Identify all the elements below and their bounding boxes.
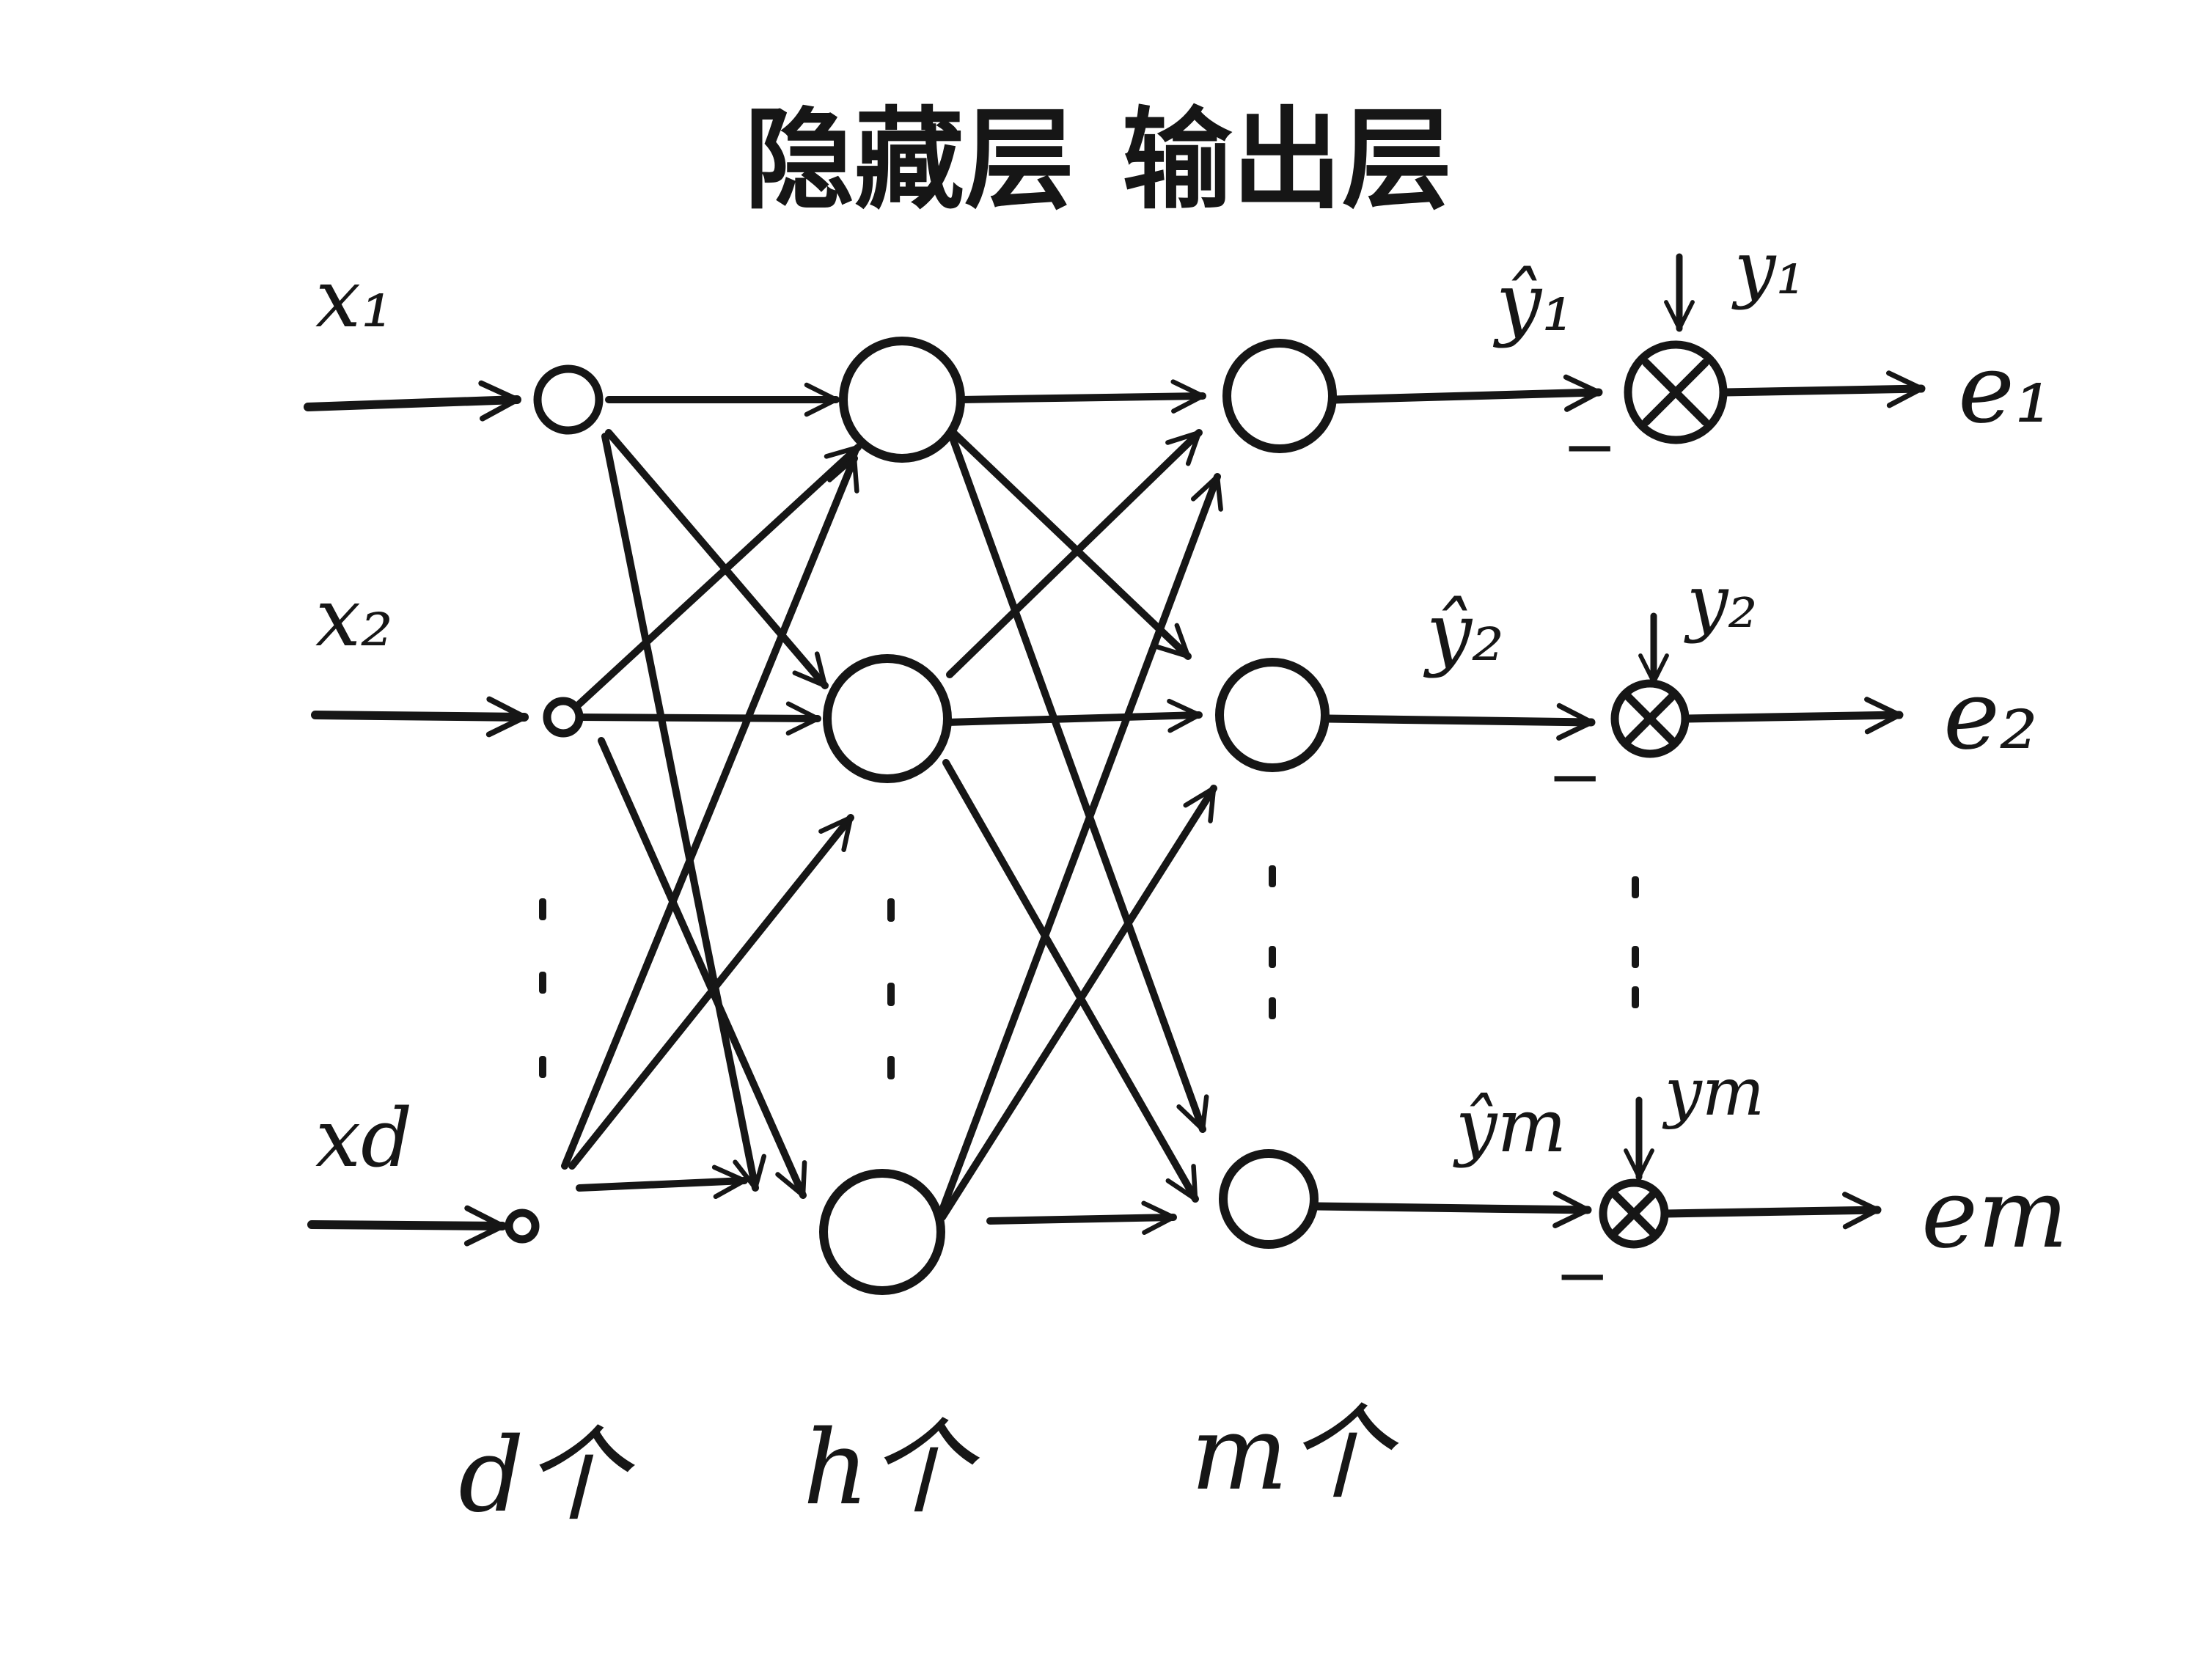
error-ellipsis <box>1632 876 1639 1008</box>
output-node-3 <box>1219 1149 1319 1249</box>
prediction-arrow-1 <box>1330 374 1603 412</box>
output-count-label: m个 <box>1191 1394 1400 1514</box>
edge-id-h1 <box>561 455 859 1170</box>
ellipsis-dots <box>539 865 1639 1079</box>
prediction-label-1: ŷ₁ <box>1492 255 1574 349</box>
input-node-d <box>505 1208 540 1244</box>
edge-h2-o2 <box>944 698 1203 733</box>
minus-sign-1: − <box>1562 408 1617 485</box>
edge-h2-o1 <box>946 429 1203 678</box>
edge-i1-h3 <box>601 433 767 1192</box>
input-arrows <box>304 380 529 1247</box>
prediction-label-m: ŷm <box>1453 1083 1566 1169</box>
input-arrow-2 <box>311 696 529 738</box>
hidden-count-label: h个 <box>803 1409 980 1528</box>
input-label-d: xd <box>315 1091 412 1185</box>
error-arrows <box>1662 370 1926 1230</box>
error-arrow-2 <box>1682 697 1904 735</box>
hidden-node-3 <box>819 1169 945 1295</box>
minus-sign-m: − <box>1555 1237 1610 1314</box>
edge-h3-o2 <box>939 785 1217 1221</box>
edge-i1-h2 <box>605 429 829 689</box>
output-ellipsis <box>1269 865 1276 1019</box>
error-arrow-m <box>1662 1192 1882 1230</box>
hidden-layer <box>819 337 965 1295</box>
edge-i2-h2 <box>576 701 821 736</box>
edge-id-h2 <box>568 814 854 1170</box>
input-arrow-d <box>307 1205 507 1247</box>
target-label-m: ym <box>1662 1054 1764 1131</box>
hidden-layer-title: 隐藏层 <box>744 97 1074 224</box>
target-arrows <box>1624 253 1695 1181</box>
output-layer-title: 输出层 <box>1122 97 1452 224</box>
prediction-arrow-2 <box>1323 703 1596 741</box>
target-label-2: y₂ <box>1684 559 1758 645</box>
output-node-1 <box>1222 339 1337 453</box>
edge-h3-o1 <box>939 473 1223 1214</box>
input-label-2: x₂ <box>315 571 393 664</box>
hidden-ellipsis <box>887 898 895 1079</box>
edge-h2-o3 <box>942 759 1199 1203</box>
input-node-2 <box>543 697 584 738</box>
error-label-1: e₁ <box>1958 333 2053 444</box>
input-ellipsis <box>539 898 546 1078</box>
input-label-1: x₁ <box>315 252 393 345</box>
hidden-node-1 <box>839 337 965 463</box>
comparator-2 <box>1610 679 1690 758</box>
output-node-2 <box>1215 658 1330 772</box>
input-hidden-connections <box>561 382 862 1200</box>
minus-sign-2: − <box>1547 738 1602 815</box>
edge-h1-o1 <box>957 379 1206 414</box>
input-node-1 <box>533 364 604 435</box>
prediction-arrow-m <box>1312 1190 1592 1228</box>
error-label-m: em <box>1921 1158 2068 1269</box>
prediction-arrows <box>1312 374 1603 1228</box>
input-arrow-1 <box>304 380 521 422</box>
edge-id-h3 <box>576 1164 748 1200</box>
output-layer <box>1215 339 1337 1249</box>
error-label-2: e₂ <box>1943 659 2038 771</box>
edge-h3-o3 <box>986 1200 1177 1236</box>
hidden-node-2 <box>823 654 952 783</box>
hidden-output-connections <box>939 379 1223 1236</box>
error-arrow-1 <box>1720 370 1926 408</box>
comparator-1 <box>1624 340 1728 444</box>
target-label-1: y₁ <box>1731 225 1805 311</box>
edge-h1-o3 <box>950 436 1209 1133</box>
input-count-label: d个 <box>458 1416 636 1536</box>
comparator-m <box>1599 1178 1669 1249</box>
prediction-label-2: ŷ₂ <box>1423 585 1504 679</box>
edge-i2-h1 <box>576 444 862 708</box>
edge-h1-o2 <box>950 429 1192 660</box>
input-layer <box>505 364 604 1244</box>
edge-i2-h3 <box>598 737 807 1199</box>
